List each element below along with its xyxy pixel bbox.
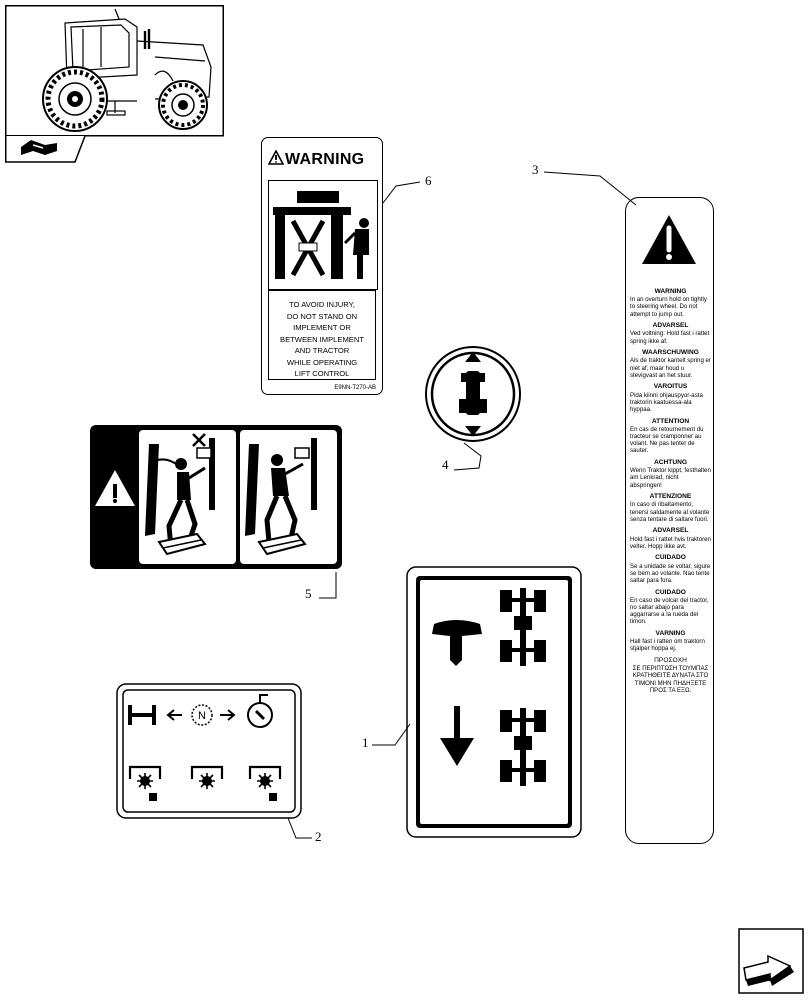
pto-control-decal: N: [116, 683, 302, 819]
decal-title-text: WARNING: [285, 151, 365, 168]
callout-1: 1: [362, 735, 369, 750]
step-warning-decal: [89, 424, 343, 570]
tractor-direction-decal: [424, 345, 522, 443]
decal-part-code: E9NN-T270-AB: [334, 385, 376, 391]
tractor-thumbnail-icon: [5, 5, 224, 163]
hitch-hazard-icon: [269, 181, 375, 287]
four-wheel-drive-engage-pictogram: [406, 566, 582, 838]
lift-hazard-pictogram: [268, 180, 378, 290]
instruction-line: LIFT CONTROL: [294, 369, 350, 378]
warning-triangle-icon: [642, 215, 696, 264]
instruction-line: AND TRACTOR: [294, 346, 350, 355]
callout-4: 4: [442, 457, 449, 472]
warning-triangle-icon: [268, 150, 284, 165]
instruction-line: DO NOT STAND ON: [286, 311, 358, 321]
warning-decal-lift-control: WARNING TO AVOID INJURY, DO NOT STAND ON…: [261, 137, 383, 395]
callout-5: 5: [305, 586, 312, 601]
callout-6: 6: [425, 173, 432, 188]
decal-instructions: TO AVOID INJURY, DO NOT STAND ON IMPLEME…: [268, 290, 376, 380]
tractor-thumbnail: [5, 5, 224, 163]
instruction-line: IMPLEMENT OR: [293, 323, 351, 332]
next-page-button[interactable]: [738, 928, 804, 994]
diff-lock-decal: [406, 566, 582, 838]
pto-engagement-pictogram: N: [116, 683, 302, 819]
decal-title: WARNING: [268, 150, 364, 169]
instruction-line: WHILE OPERATING: [286, 357, 358, 367]
next-page-arrow-icon: [738, 928, 804, 994]
callout-2: 2: [315, 829, 322, 844]
instruction-line: BETWEEN IMPLEMENT: [280, 334, 364, 344]
section-symbol-icon: [21, 140, 57, 155]
tractor-forward-reverse-icon: [425, 346, 521, 442]
do-not-step-pictogram: [90, 425, 342, 569]
callout-3: 3: [532, 162, 539, 177]
instruction-line: TO AVOID INJURY,: [289, 300, 355, 309]
svg-text:N: N: [198, 710, 206, 722]
